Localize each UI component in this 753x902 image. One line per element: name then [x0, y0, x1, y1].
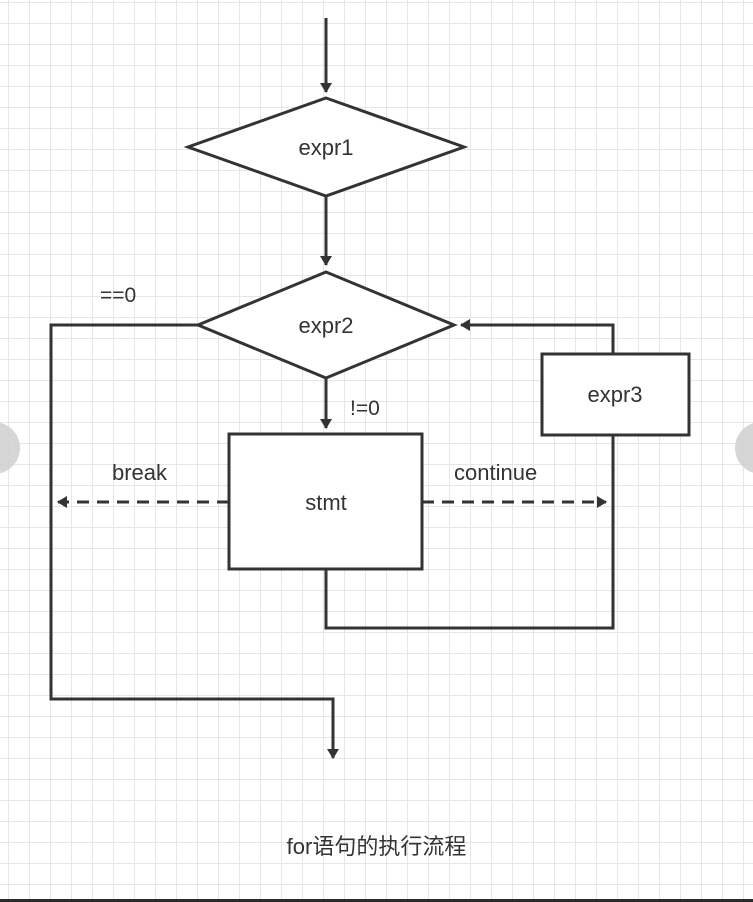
- expr3-label: expr3: [587, 382, 642, 407]
- break-label: break: [112, 460, 168, 485]
- figure-caption: for语句的执行流程: [286, 834, 467, 859]
- eq-zero-label: ==0: [100, 284, 136, 307]
- expr3-to-expr2-arrow: [460, 319, 615, 354]
- false-exit-path: [49, 323, 339, 759]
- stmt-to-expr3-path: [324, 435, 615, 630]
- bottom-divider: [0, 899, 753, 902]
- expr1-label: expr1: [298, 135, 353, 160]
- not-zero-label: !=0: [350, 397, 380, 420]
- expr2-label: expr2: [298, 313, 353, 338]
- stmt-label: stmt: [305, 490, 347, 515]
- prev-image-button[interactable]: [0, 422, 20, 474]
- expr3-box: [540, 352, 691, 437]
- next-image-button[interactable]: [735, 422, 753, 474]
- continue-label: continue: [454, 460, 537, 485]
